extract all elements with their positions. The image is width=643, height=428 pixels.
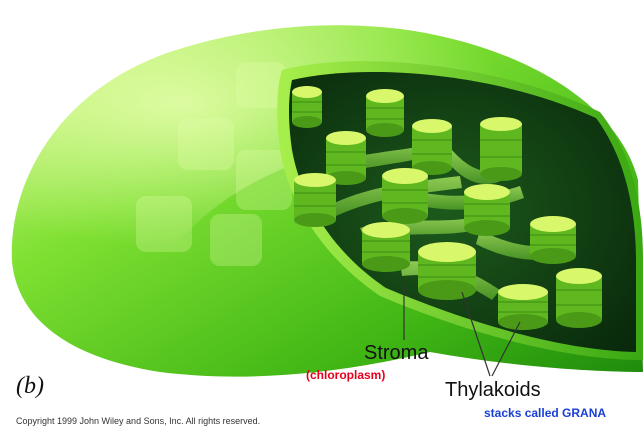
granum-6	[294, 173, 336, 227]
copyright-notice: Copyright 1999 John Wiley and Sons, Inc.…	[16, 417, 260, 426]
granum-12	[498, 284, 548, 330]
grana-note: stacks called GRANA	[484, 407, 606, 419]
granum-9	[530, 216, 576, 264]
panel-label: (b)	[16, 374, 44, 398]
thylakoids-label: Thylakoids	[445, 380, 541, 400]
chloroplasm-note: (chloroplasm)	[306, 369, 385, 381]
granum-5	[480, 117, 522, 181]
granum-13	[556, 268, 602, 328]
granum-7	[382, 168, 428, 224]
granum-4	[412, 119, 452, 175]
granum-8	[464, 184, 510, 236]
granum-1	[292, 86, 322, 128]
stroma-label: Stroma	[364, 343, 428, 363]
granum-10	[362, 222, 410, 272]
granum-11	[418, 242, 476, 300]
granum-2	[366, 89, 404, 137]
